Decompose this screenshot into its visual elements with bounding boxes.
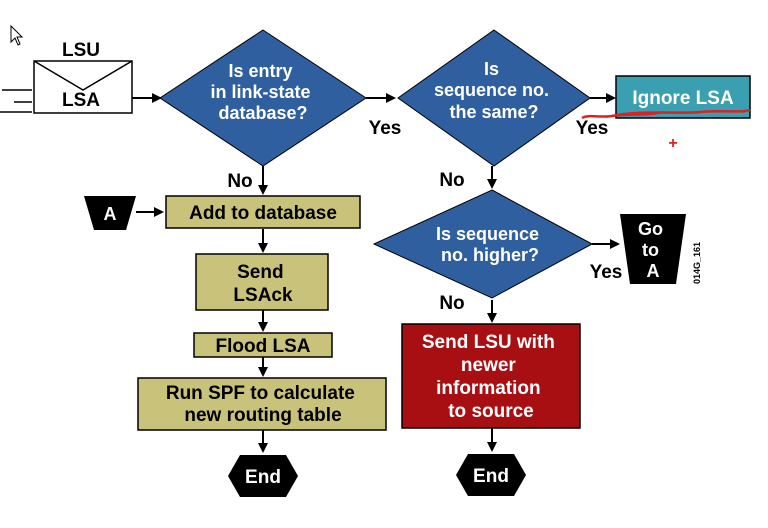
- process-label: Ignore LSA: [632, 88, 734, 109]
- terminator-end-right: End: [456, 454, 526, 496]
- process-line: Send LSU with: [422, 332, 555, 353]
- branch-label-yes: Yes: [576, 118, 609, 139]
- branch-label-no: No: [227, 171, 252, 192]
- process-box: [401, 323, 581, 429]
- decision-text: Is entry in link-state database?: [210, 61, 315, 123]
- process-box: [195, 253, 329, 311]
- process-label: Send LSU with newer information to sourc…: [422, 332, 560, 422]
- envelope-body: [33, 60, 133, 114]
- connector-label: A: [104, 204, 117, 224]
- process-line: Send: [237, 262, 283, 283]
- process-line: newer: [461, 355, 517, 376]
- decision-in-database: Is entry in link-state database?: [159, 29, 367, 167]
- process-send-lsu: Send LSU with newer information to sourc…: [401, 323, 581, 429]
- envelope-flap: [33, 60, 133, 91]
- envelope-top-label: LSU: [62, 40, 100, 61]
- terminator-shape: [456, 454, 526, 496]
- process-send-lsack: Send LSAck: [195, 253, 329, 311]
- process-label: Add to database: [189, 203, 337, 224]
- process-label: Flood LSA: [216, 336, 311, 357]
- terminator-label: End: [473, 466, 509, 487]
- terminator-end-left: End: [228, 455, 298, 497]
- process-line: Run SPF to calculate: [166, 383, 355, 404]
- lsu-envelope: LSU LSA: [0, 40, 133, 114]
- connector-label: Go to A: [638, 219, 668, 281]
- process-box: [165, 195, 361, 229]
- connector-shape: [84, 196, 136, 230]
- process-add-to-database: Add to database: [165, 195, 361, 229]
- process-label: Run SPF to calculate new routing table: [166, 383, 360, 426]
- decision-text: Is sequence no. the same?: [434, 59, 554, 122]
- process-line: to source: [448, 401, 534, 422]
- process-line: LSAck: [233, 285, 293, 306]
- red-annotation-mark: +: [581, 108, 751, 152]
- connector-line: to: [642, 240, 659, 260]
- decision-line: Is: [484, 59, 499, 79]
- decision-diamond: [159, 29, 367, 167]
- decision-line: Is sequence: [436, 224, 539, 244]
- process-box: [137, 377, 387, 431]
- decision-line: in link-state: [210, 82, 310, 102]
- process-box: [193, 332, 333, 358]
- decision-text: Is sequence no. higher?: [436, 224, 544, 265]
- decision-line: no. higher?: [441, 245, 539, 265]
- branch-label-no: No: [439, 170, 464, 191]
- decision-line: database?: [218, 103, 307, 123]
- decision-diamond: [372, 189, 594, 299]
- branch-label-yes: Yes: [369, 118, 402, 139]
- figure-code: 014G_161: [692, 242, 702, 284]
- process-run-spf: Run SPF to calculate new routing table: [137, 377, 387, 431]
- decision-line: the same?: [449, 102, 538, 122]
- decision-line: sequence no.: [434, 80, 549, 100]
- connector-line: Go: [638, 219, 663, 239]
- process-line: information: [436, 378, 541, 399]
- branch-label-yes: Yes: [590, 262, 623, 283]
- connector-line: A: [647, 261, 660, 281]
- decision-same-sequence: Is sequence no. the same?: [397, 29, 591, 167]
- terminator-shape: [228, 455, 298, 497]
- terminator-label: End: [245, 467, 281, 488]
- annotation-plus: +: [668, 135, 677, 152]
- process-label: Send LSAck: [233, 262, 293, 306]
- process-flood-lsa: Flood LSA: [193, 332, 333, 358]
- envelope-bottom-label: LSA: [62, 90, 100, 111]
- mouse-pointer-icon: [10, 24, 24, 46]
- decision-line: Is entry: [228, 61, 292, 81]
- decision-higher-sequence: Is sequence no. higher?: [372, 189, 594, 299]
- flow-connectors: [132, 93, 620, 453]
- connector-go-to-a: Go to A: [620, 214, 686, 284]
- branch-label-no: No: [439, 293, 464, 314]
- decision-diamond: [397, 29, 591, 167]
- connector-a: A: [84, 196, 136, 230]
- connector-shape: [620, 214, 686, 284]
- process-line: new routing table: [184, 405, 341, 426]
